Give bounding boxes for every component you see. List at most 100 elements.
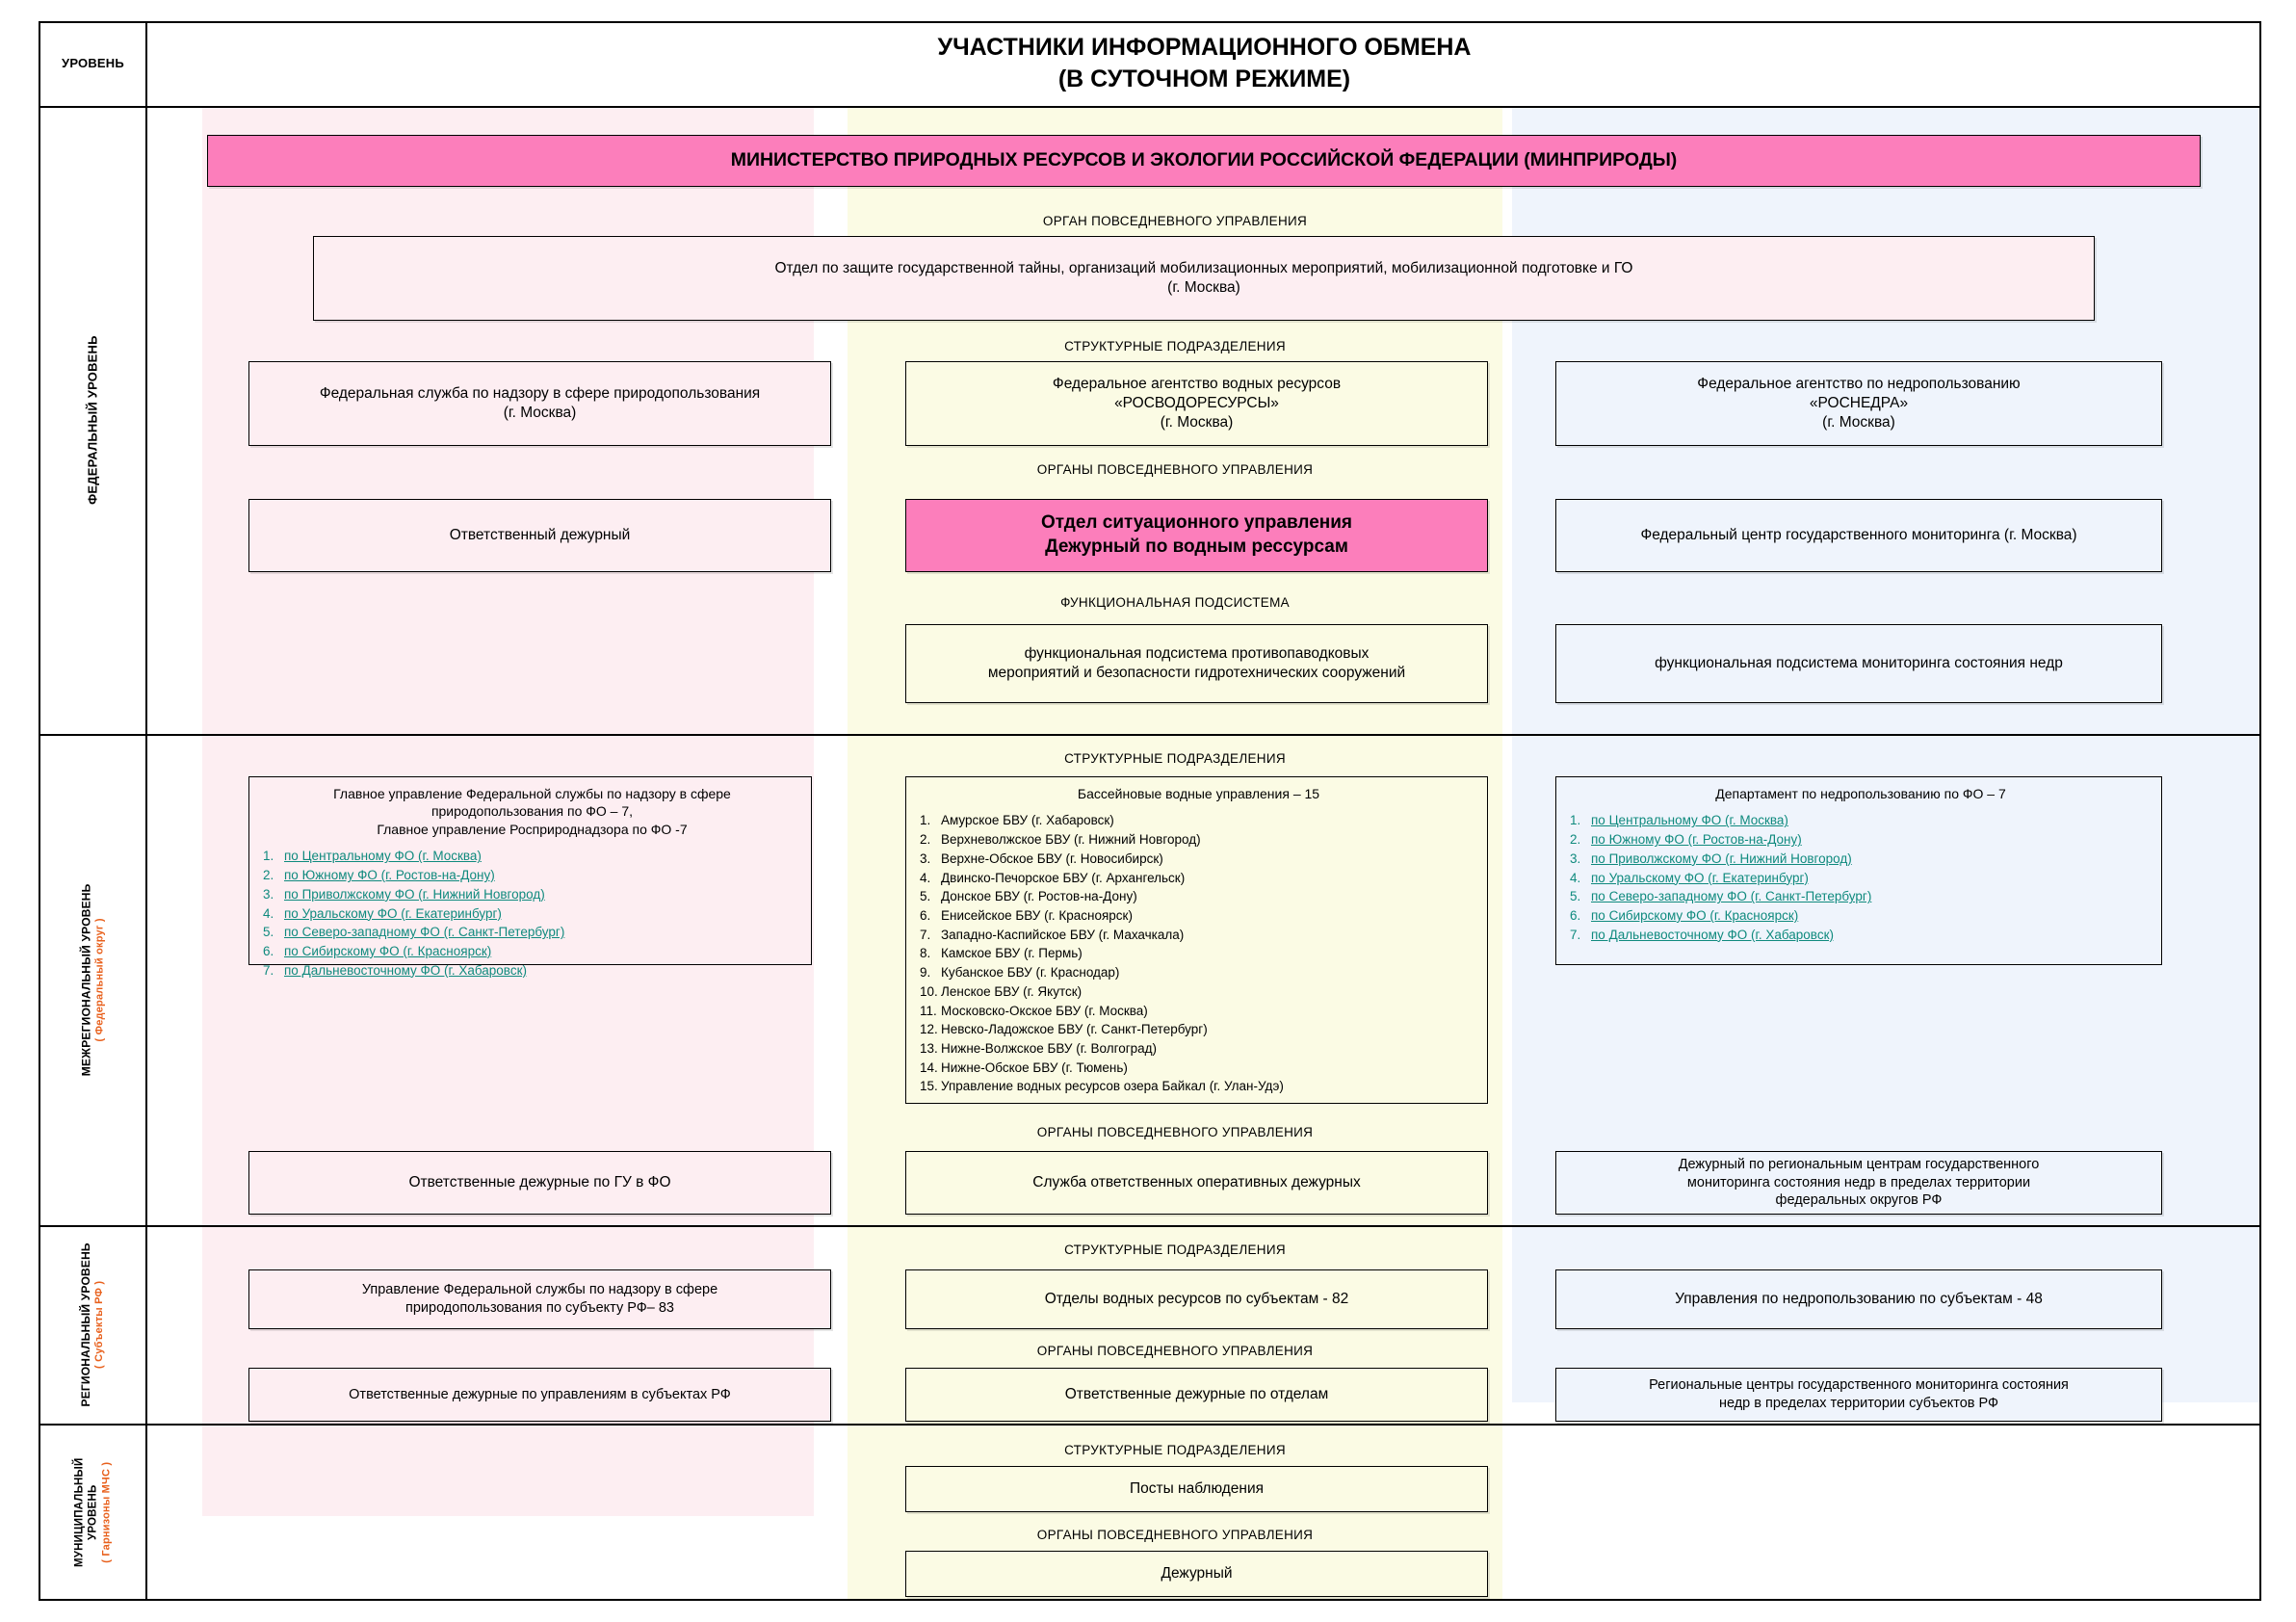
interregional-rosprirodnadzor-list-box[interactable]: Главное управление Федеральной службы по… xyxy=(248,776,812,978)
list-item: 2.Верхневолжское БВУ (г. Нижний Новгород… xyxy=(920,832,1201,848)
caption-text: ФУНКЦИОНАЛЬНАЯ ПОДСИСТЕМА xyxy=(1060,595,1290,610)
federal-responsible-duty-label: Ответственный дежурный xyxy=(449,526,631,543)
interregional-right-title: Департамент по недропользованию по ФО – … xyxy=(1715,786,2006,801)
federal-daily-organ-label: Отдел по защите государственной тайны, о… xyxy=(774,259,1633,296)
level-column-divider xyxy=(39,21,147,1601)
list-item-label: Кубанское БВУ (г. Краснодар) xyxy=(941,965,1120,981)
list-item[interactable]: 7.по Дальневосточному ФО (г. Хабаровск) xyxy=(263,962,527,978)
interregional-left-title: Главное управление Федеральной службы по… xyxy=(333,786,731,837)
list-item: 9.Кубанское БВУ (г. Краснодар) xyxy=(920,965,1120,981)
federal-flood-subsystem-box[interactable]: функциональная подсистема противопаводко… xyxy=(905,624,1488,703)
list-item-label: Западно-Каспийское БВУ (г. Махачкала) xyxy=(941,927,1185,942)
federal-rosprirodnadzor-box[interactable]: Федеральная служба по надзору в сфере пр… xyxy=(248,361,831,446)
list-item[interactable]: 1.по Центральному ФО (г. Москва) xyxy=(263,849,482,864)
federal-rosvodresursy-label: Федеральное агентство водных ресурсов «Р… xyxy=(1052,375,1342,432)
list-item: 5.Донское БВУ (г. Ростов-на-Дону) xyxy=(920,889,1137,904)
list-item[interactable]: 2.по Южному ФО (г. Ростов-на-Дону) xyxy=(1570,832,1802,848)
federal-rosnedra-box[interactable]: Федеральное агентство по недропользовани… xyxy=(1555,361,2162,446)
list-item-label: по Уральскому ФО (г. Екатеринбург) xyxy=(1591,870,1809,885)
federal-subsoil-subsystem-label: функциональная подсистема мониторинга со… xyxy=(1655,654,2063,671)
list-item[interactable]: 6.по Сибирскому ФО (г. Красноярск) xyxy=(1570,907,1799,923)
caption-organy-povsednevnogo-regional: ОРГАНЫ ПОВСЕДНЕВНОГО УПРАВЛЕНИЯ xyxy=(848,1344,1502,1358)
list-item: 6.Енисейское БВУ (г. Красноярск) xyxy=(920,907,1133,923)
caption-organ-povsednevnogo-federal: ОРГАН ПОВСЕДНЕВНОГО УПРАВЛЕНИЯ xyxy=(848,214,1502,228)
list-item[interactable]: 4.по Уральскому ФО (г. Екатеринбург) xyxy=(263,905,502,921)
ministry-banner[interactable]: МИНИСТЕРСТВО ПРИРОДНЫХ РЕСУРСОВ И ЭКОЛОГ… xyxy=(207,135,2201,187)
municipal-duty-box[interactable]: Дежурный xyxy=(905,1551,1488,1597)
federal-situation-dept-label: Отдел ситуационного управления Дежурный … xyxy=(1040,512,1353,557)
title-line-2: (В СУТОЧНОМ РЕЖИМЕ) xyxy=(1057,65,1351,92)
caption-text: ОРГАНЫ ПОВСЕДНЕВНОГО УПРАВЛЕНИЯ xyxy=(1036,1125,1314,1139)
regional-center-struct-box[interactable]: Отделы водных ресурсов по субъектам - 82 xyxy=(905,1269,1488,1329)
regional-right-struct-box[interactable]: Управления по недропользованию по субъек… xyxy=(1555,1269,2162,1329)
regional-left-struct-box[interactable]: Управление Федеральной службы по надзору… xyxy=(248,1269,831,1329)
list-item-label: Верхне-Обское БВУ (г. Новосибирск) xyxy=(941,850,1163,866)
list-item-label: по Центральному ФО (г. Москва) xyxy=(1591,813,1788,828)
list-item-label: по Центральному ФО (г. Москва) xyxy=(284,849,482,864)
federal-daily-organ-box[interactable]: Отдел по защите государственной тайны, о… xyxy=(313,236,2095,321)
caption-organy-povsednevnogo-interregional: ОРГАНЫ ПОВСЕДНЕВНОГО УПРАВЛЕНИЯ xyxy=(848,1125,1502,1139)
list-item: 11.Московско-Окское БВУ (г. Москва) xyxy=(920,1003,1148,1018)
caption-text: ОРГАН ПОВСЕДНЕВНОГО УПРАВЛЕНИЯ xyxy=(1042,214,1308,228)
interregional-left-list[interactable]: 1.по Центральному ФО (г. Москва) 2.по Юж… xyxy=(263,847,801,980)
list-item-label: по Сибирскому ФО (г. Красноярск) xyxy=(1591,907,1799,923)
diagram-frame xyxy=(39,21,2261,1601)
list-item-label: Нижне-Обское БВУ (г. Тюмень) xyxy=(941,1060,1128,1075)
list-item-label: Московско-Окское БВУ (г. Москва) xyxy=(941,1003,1148,1018)
interregional-center-title: Бассейновые водные управления – 15 xyxy=(1077,786,1320,801)
interregional-basin-list-box[interactable]: Бассейновые водные управления – 15 1.Аму… xyxy=(905,776,1488,1104)
caption-organy-povsednevnogo-municipal: ОРГАНЫ ПОВСЕДНЕВНОГО УПРАВЛЕНИЯ xyxy=(848,1528,1502,1542)
list-item-label: Камское БВУ (г. Пермь) xyxy=(941,946,1083,961)
municipal-observation-posts-box[interactable]: Посты наблюдения xyxy=(905,1466,1488,1512)
regional-left-duty-box[interactable]: Ответственные дежурные по управлениям в … xyxy=(248,1368,831,1422)
federal-rosnedra-label: Федеральное агентство по недропользовани… xyxy=(1697,375,2021,432)
list-item-label: Верхневолжское БВУ (г. Нижний Новгород) xyxy=(941,832,1201,848)
caption-text: СТРУКТУРНЫЕ ПОДРАЗДЕЛЕНИЯ xyxy=(1064,1243,1286,1257)
list-item: 10.Ленское БВУ (г. Якутск) xyxy=(920,983,1083,999)
list-item[interactable]: 4.по Уральскому ФО (г. Екатеринбург) xyxy=(1570,870,1809,885)
list-item[interactable]: 5.по Северо-западному ФО (г. Санкт-Петер… xyxy=(1570,889,1872,904)
interregional-duty-right-box[interactable]: Дежурный по региональным центрам государ… xyxy=(1555,1151,2162,1215)
interregional-duty-center-box[interactable]: Служба ответственных оперативных дежурны… xyxy=(905,1151,1488,1215)
interregional-subsoil-list-box[interactable]: Департамент по недропользованию по ФО – … xyxy=(1555,776,2162,965)
list-item[interactable]: 2.по Южному ФО (г. Ростов-на-Дону) xyxy=(263,868,495,883)
interregional-duty-left-box[interactable]: Ответственные дежурные по ГУ в ФО xyxy=(248,1151,831,1215)
list-item[interactable]: 6.по Сибирскому ФО (г. Красноярск) xyxy=(263,943,492,958)
federal-monitoring-center-box[interactable]: Федеральный центр государственного монит… xyxy=(1555,499,2162,572)
regional-center-duty-box[interactable]: Ответственные дежурные по отделам xyxy=(905,1368,1488,1422)
list-item: 4.Двинско-Печорское БВУ (г. Архангельск) xyxy=(920,870,1186,885)
regional-center-duty-label: Ответственные дежурные по отделам xyxy=(1064,1385,1329,1402)
list-item-label: Невско-Ладожское БВУ (г. Санкт-Петербург… xyxy=(941,1022,1208,1037)
caption-struct-podr-federal: СТРУКТУРНЫЕ ПОДРАЗДЕЛЕНИЯ xyxy=(848,339,1502,353)
list-item[interactable]: 7.по Дальневосточному ФО (г. Хабаровск) xyxy=(1570,927,1834,942)
federal-rosprirodnadzor-label: Федеральная служба по надзору в сфере пр… xyxy=(319,384,761,421)
regional-center-struct-label: Отделы водных ресурсов по субъектам - 82 xyxy=(1044,1290,1349,1307)
interregional-duty-left-label: Ответственные дежурные по ГУ в ФО xyxy=(408,1173,671,1190)
interregional-right-list[interactable]: 1.по Центральному ФО (г. Москва) 2.по Юж… xyxy=(1570,811,2152,944)
list-item[interactable]: 1.по Центральному ФО (г. Москва) xyxy=(1570,813,1788,828)
list-item-label: Управление водных ресурсов озера Байкал … xyxy=(941,1079,1284,1094)
federal-responsible-duty-box[interactable]: Ответственный дежурный xyxy=(248,499,831,572)
regional-right-duty-box[interactable]: Региональные центры государственного мон… xyxy=(1555,1368,2162,1422)
federal-rosvodresursy-box[interactable]: Федеральное агентство водных ресурсов «Р… xyxy=(905,361,1488,446)
federal-subsoil-subsystem-box[interactable]: функциональная подсистема мониторинга со… xyxy=(1555,624,2162,703)
list-item: 14.Нижне-Обское БВУ (г. Тюмень) xyxy=(920,1060,1128,1075)
caption-organy-povsednevnogo-federal: ОРГАНЫ ПОВСЕДНЕВНОГО УПРАВЛЕНИЯ xyxy=(848,462,1502,477)
ministry-banner-label: МИНИСТЕРСТВО ПРИРОДНЫХ РЕСУРСОВ И ЭКОЛОГ… xyxy=(730,149,1678,171)
list-item-label: Нижне-Волжское БВУ (г. Волгоград) xyxy=(941,1040,1158,1056)
list-item[interactable]: 5.по Северо-западному ФО (г. Санкт-Петер… xyxy=(263,925,565,940)
list-item[interactable]: 3.по Приволжскому ФО (г. Нижний Новгород… xyxy=(1570,850,1852,866)
federal-monitoring-center-label: Федеральный центр государственного монит… xyxy=(1640,526,2077,543)
list-item-label: Енисейское БВУ (г. Красноярск) xyxy=(941,907,1133,923)
caption-text: ОРГАНЫ ПОВСЕДНЕВНОГО УПРАВЛЕНИЯ xyxy=(1036,462,1314,477)
list-item-label: по Приволжскому ФО (г. Нижний Новгород) xyxy=(284,886,545,902)
interregional-center-list: 1.Амурское БВУ (г. Хабаровск) 2.Верхнево… xyxy=(920,811,1477,1096)
federal-flood-subsystem-label: функциональная подсистема противопаводко… xyxy=(987,644,1406,681)
regional-right-struct-label: Управления по недропользованию по субъек… xyxy=(1675,1290,2043,1307)
federal-situation-dept-box[interactable]: Отдел ситуационного управления Дежурный … xyxy=(905,499,1488,572)
list-item[interactable]: 3.по Приволжскому ФО (г. Нижний Новгород… xyxy=(263,886,545,902)
caption-funkcionalnaya-podsistema: ФУНКЦИОНАЛЬНАЯ ПОДСИСТЕМА xyxy=(848,595,1502,610)
list-item-label: по Дальневосточному ФО (г. Хабаровск) xyxy=(1591,927,1834,942)
regional-left-struct-label: Управление Федеральной службы по надзору… xyxy=(361,1282,718,1316)
